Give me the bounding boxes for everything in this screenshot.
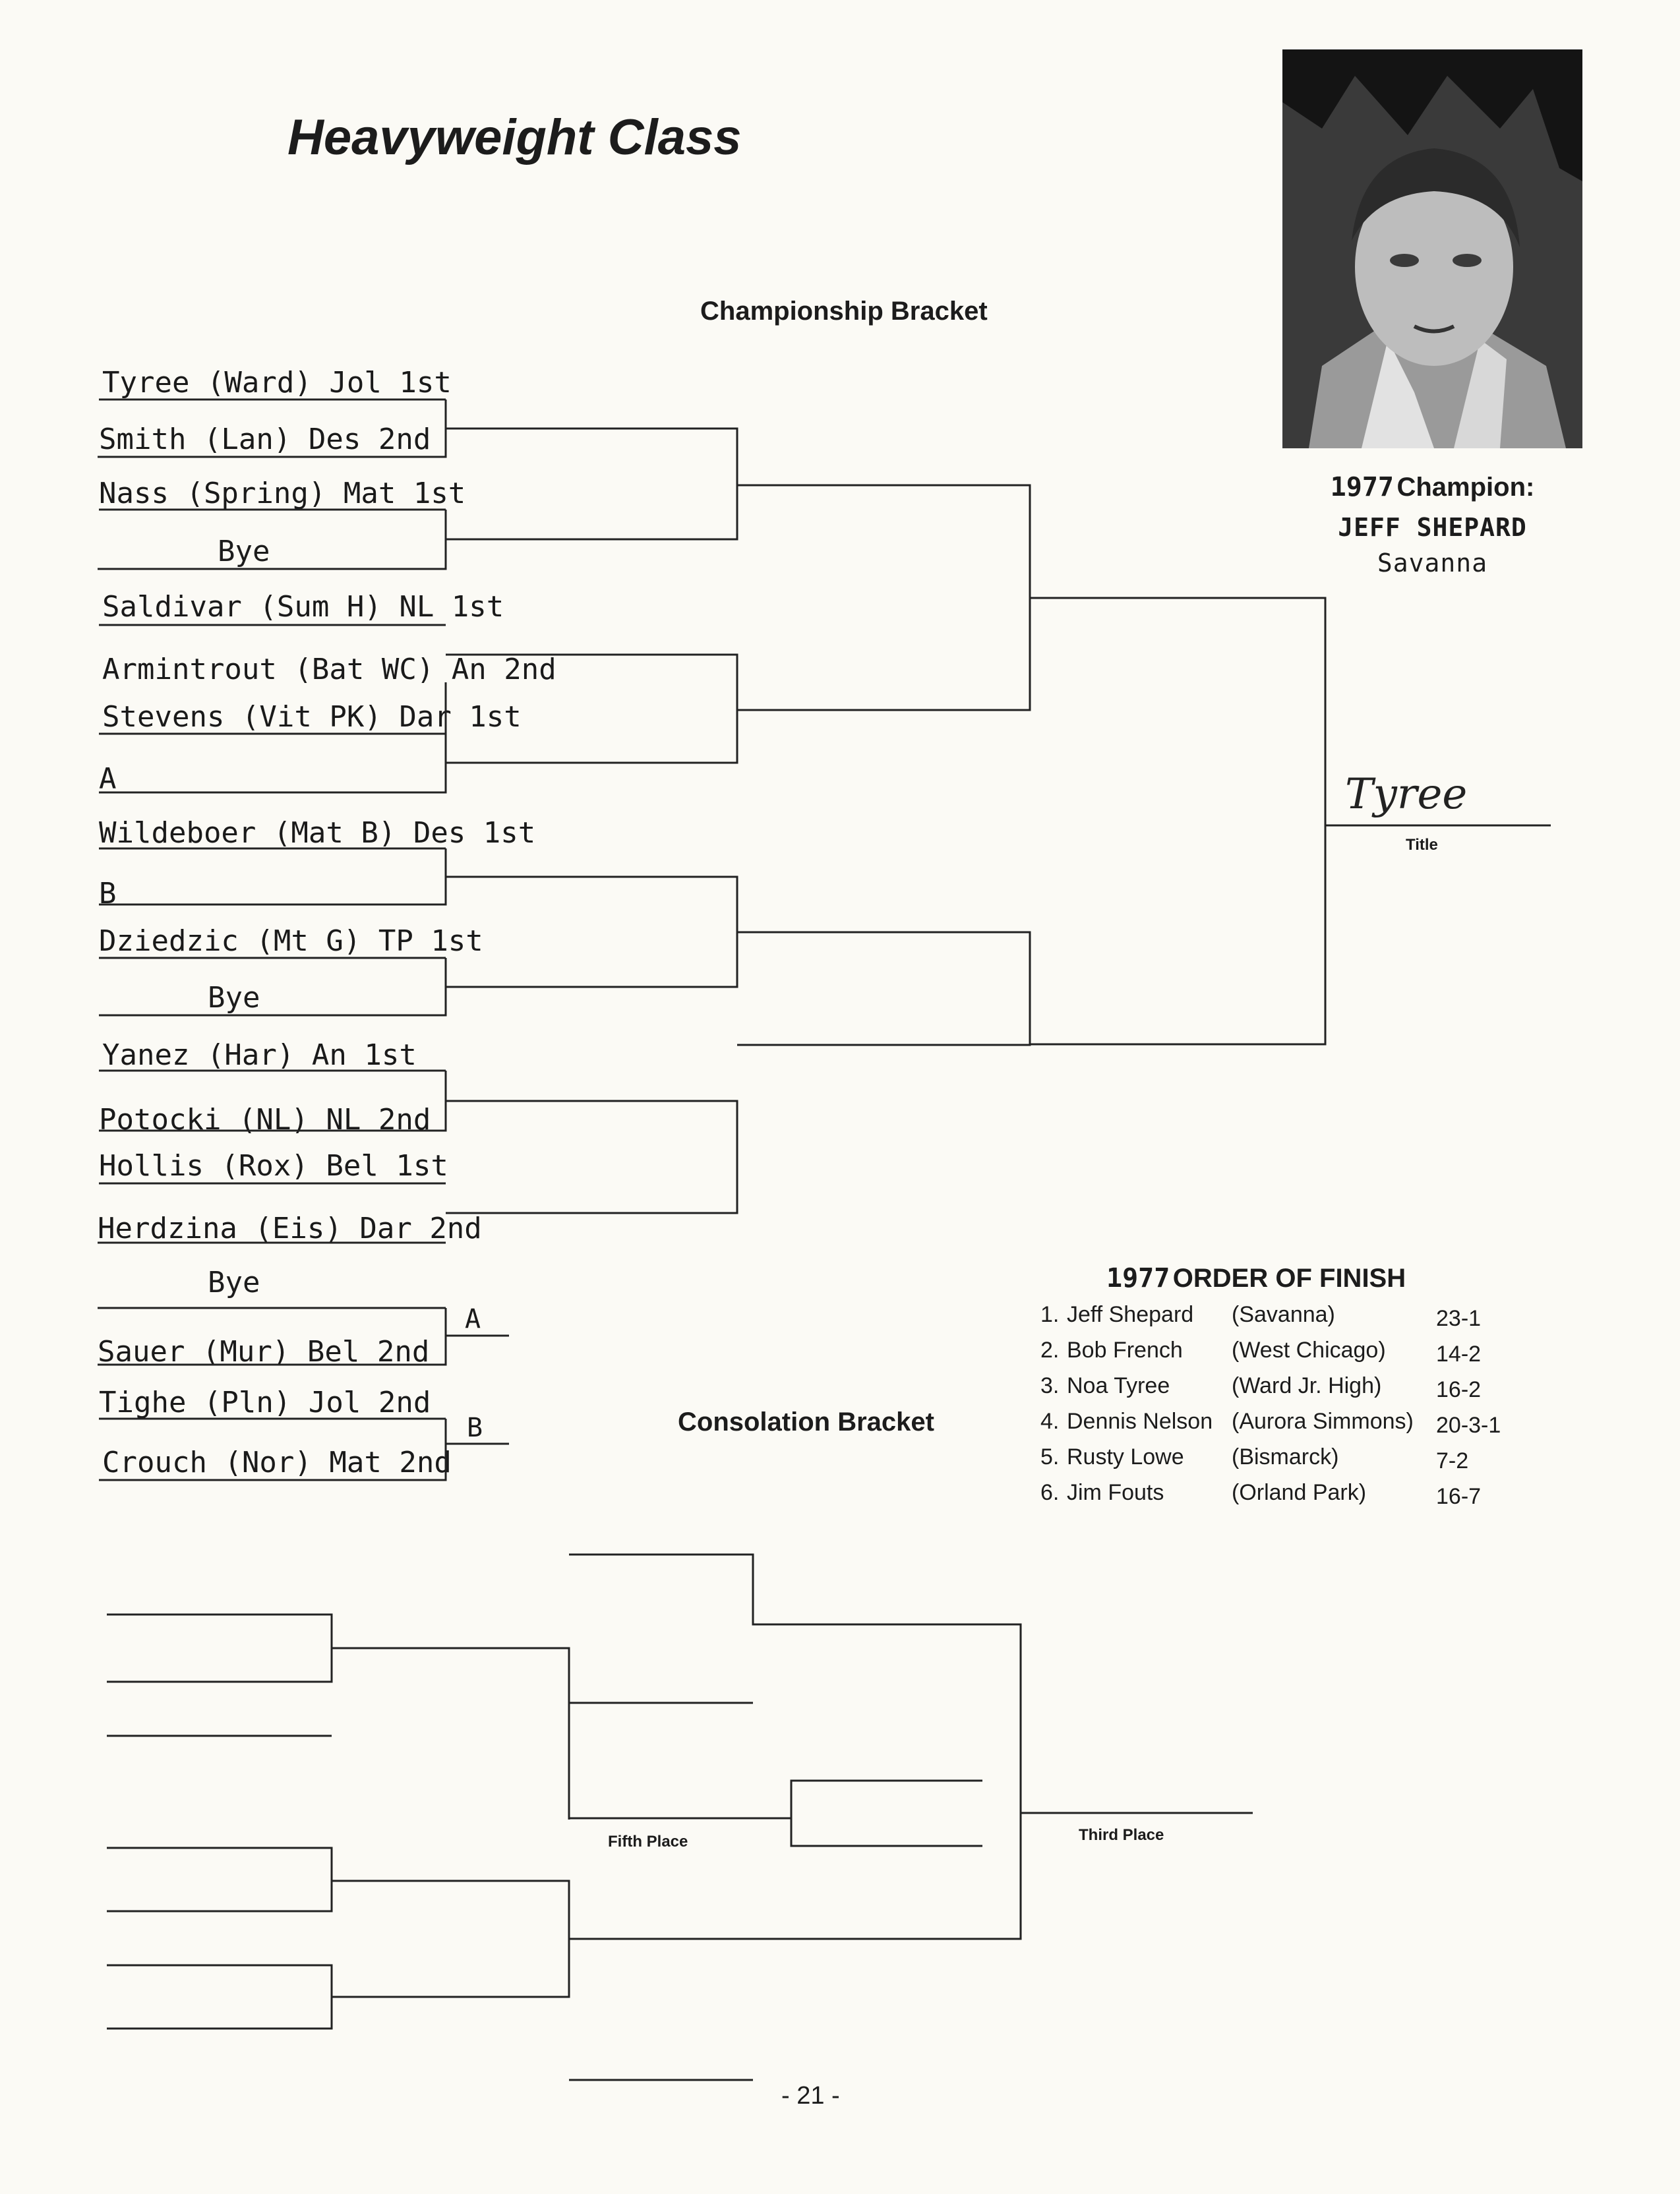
prelim-entry-1: Bye [208, 1266, 260, 1299]
finish-place: 2. [1040, 1338, 1060, 1363]
prelim-entry-4: Crouch (Nor) Mat 2nd [102, 1446, 452, 1479]
entry-7: Stevens (Vit PK) Dar 1st [102, 700, 522, 734]
finish-school: (Savanna) [1232, 1302, 1335, 1327]
finish-place: 1. [1040, 1302, 1060, 1327]
champion-photo-image [1282, 49, 1582, 448]
page-title: Heavyweight Class [287, 109, 742, 165]
fifth-place-label: Fifth Place [608, 1833, 688, 1851]
entry-9: Wildeboer (Mat B) Des 1st [99, 816, 536, 850]
third-place-label: Third Place [1079, 1826, 1164, 1844]
finish-name: Jeff Shepard [1067, 1302, 1194, 1327]
entry-11: Dziedzic (Mt G) TP 1st [99, 924, 483, 958]
entry-3: Nass (Spring) Mat 1st [99, 477, 466, 510]
finish-record: 23-1 [1436, 1306, 1482, 1331]
champion-photo [1282, 49, 1582, 448]
entry-8: A [99, 762, 117, 796]
finish-record: 7-2 [1436, 1448, 1469, 1473]
finish-heading: 1977 ORDER OF FINISH [1106, 1263, 1406, 1293]
finish-school: (Bismarck) [1232, 1444, 1339, 1469]
finish-place: 4. [1040, 1409, 1060, 1434]
champion-heading-year: 1977 [1330, 472, 1394, 502]
finish-record: 14-2 [1436, 1342, 1482, 1367]
prelim-output-b: B [467, 1413, 483, 1443]
champion-heading: 1977 Champion: [1282, 472, 1582, 502]
prelim-entry-2: Sauer (Mur) Bel 2nd [98, 1335, 430, 1369]
prelim-entry-3: Tighe (Pln) Jol 2nd [99, 1386, 431, 1419]
entry-5: Saldivar (Sum H) NL 1st [102, 590, 504, 624]
finish-record: 20-3-1 [1436, 1413, 1501, 1438]
finish-school: (Aurora Simmons) [1232, 1409, 1414, 1434]
champion-name: JEFF SHEPARD [1338, 513, 1527, 542]
finish-place: 6. [1040, 1480, 1060, 1505]
finish-school: (Ward Jr. High) [1232, 1373, 1382, 1398]
finish-place: 3. [1040, 1373, 1060, 1398]
entry-15: Hollis (Rox) Bel 1st [99, 1149, 448, 1183]
finish-record: 16-7 [1436, 1484, 1482, 1509]
entry-13: Yanez (Har) An 1st [102, 1038, 417, 1072]
finish-place: 5. [1040, 1444, 1060, 1469]
finish-school: (Orland Park) [1232, 1480, 1367, 1505]
prelim-output-a: A [465, 1304, 481, 1334]
entry-6: Armintrout (Bat WC) An 2nd [102, 653, 556, 686]
finish-heading-text: ORDER OF FINISH [1172, 1264, 1406, 1293]
finish-record: 16-2 [1436, 1377, 1482, 1402]
championship-bracket-label: Championship Bracket [700, 297, 988, 326]
finish-name: Dennis Nelson [1067, 1409, 1213, 1434]
finish-name: Jim Fouts [1067, 1480, 1164, 1505]
title-label: Title [1406, 836, 1438, 854]
entry-2: Smith (Lan) Des 2nd [99, 423, 431, 456]
finish-name: Noa Tyree [1067, 1373, 1170, 1398]
entry-4: Bye [218, 535, 270, 568]
entry-12: Bye [208, 981, 260, 1015]
finish-name: Bob French [1067, 1338, 1183, 1363]
champion-heading-text: Champion: [1396, 473, 1535, 502]
champion-school: Savanna [1377, 548, 1488, 578]
title-winner-signature: Tyree [1345, 770, 1468, 819]
finish-heading-year: 1977 [1106, 1263, 1170, 1293]
finish-school: (West Chicago) [1232, 1338, 1386, 1363]
consolation-bracket-label: Consolation Bracket [678, 1408, 934, 1437]
entry-16: Herdzina (Eis) Dar 2nd [98, 1212, 482, 1245]
page-number: - 21 - [781, 2082, 840, 2110]
entry-1: Tyree (Ward) Jol 1st [102, 366, 452, 400]
finish-name: Rusty Lowe [1067, 1444, 1184, 1469]
